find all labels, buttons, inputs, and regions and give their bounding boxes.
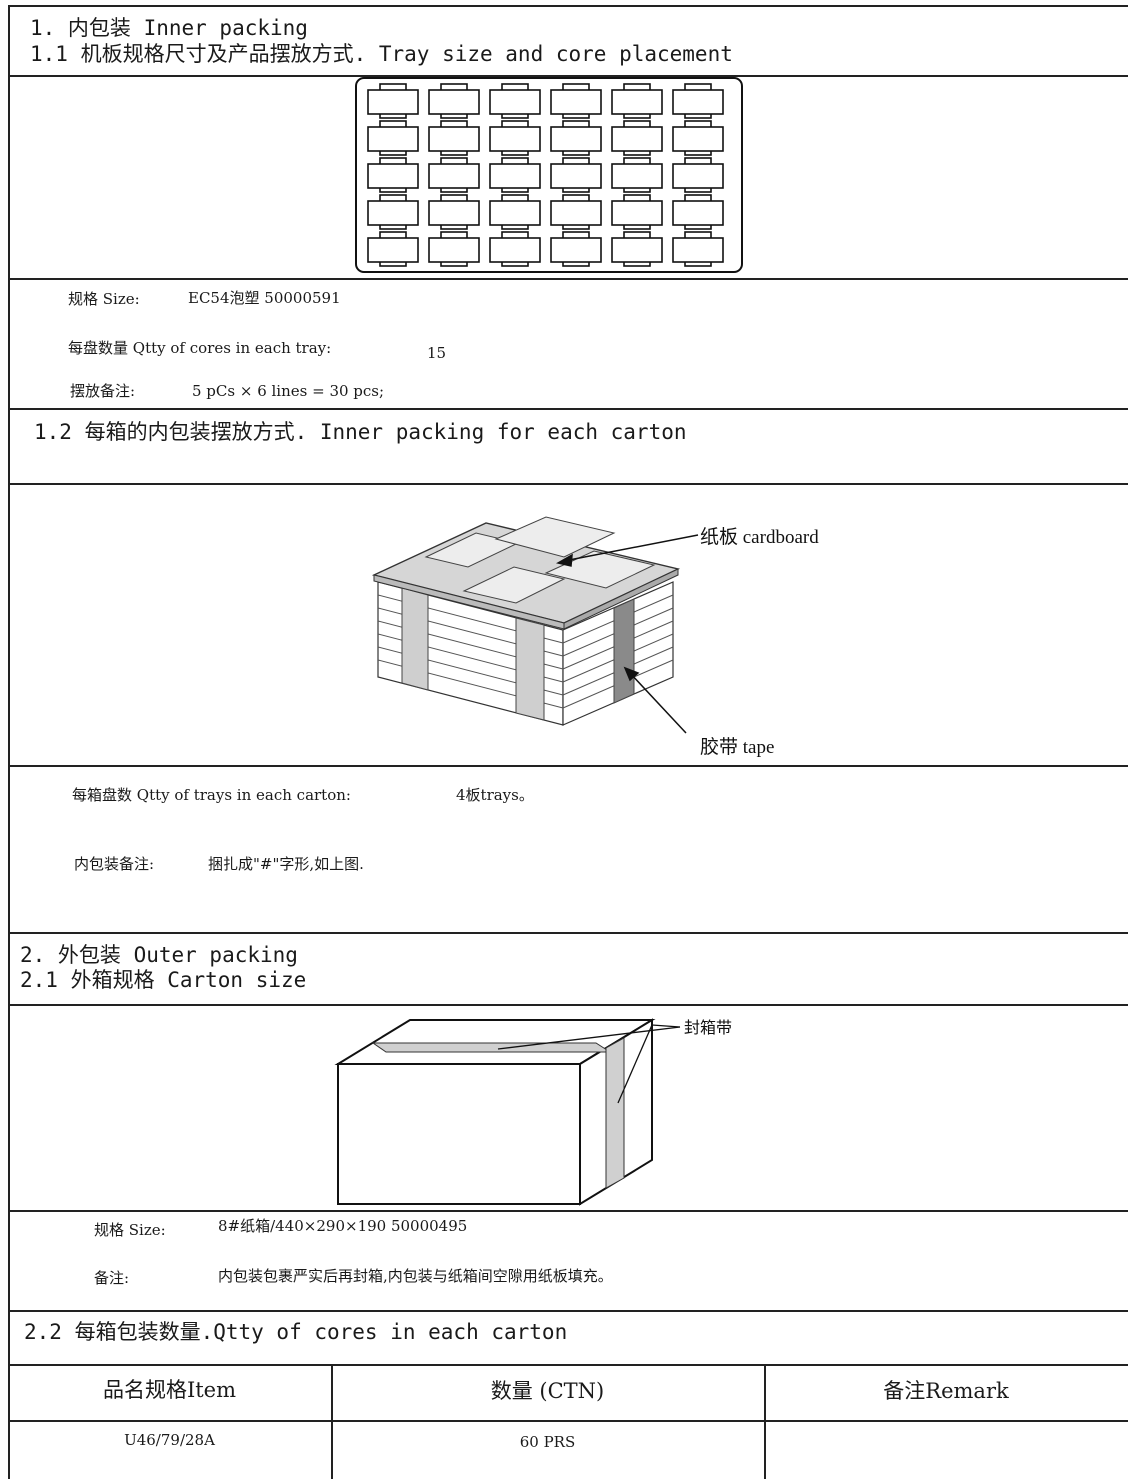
tray-diagram xyxy=(355,77,743,273)
section-2-2-heading: 2.2 每箱包装数量.Qtty of cores in each carton xyxy=(24,1320,568,1344)
table-cell-item: U46/79/28A xyxy=(124,1431,215,1449)
divider xyxy=(8,408,1128,410)
divider xyxy=(8,1420,1128,1422)
tray-cavity xyxy=(611,83,663,119)
tray-cavity xyxy=(428,231,480,267)
cardboard-label: 纸板 cardboard xyxy=(700,526,819,548)
tray-cavity xyxy=(611,231,663,267)
tray-cavity xyxy=(672,120,724,156)
frame-left xyxy=(8,5,10,1479)
carton-remark-value: 内包装包裹严实后再封箱,内包装与纸箱间空隙用纸板填充。 xyxy=(218,1267,613,1285)
tray-cavity xyxy=(428,157,480,193)
inner-remark-label: 内包装备注: xyxy=(74,855,155,873)
divider xyxy=(8,75,1128,77)
divider xyxy=(8,1004,1128,1006)
tray-cavity xyxy=(672,231,724,267)
tray-cavity xyxy=(611,194,663,230)
tray-cavity xyxy=(550,231,602,267)
tray-cavity xyxy=(550,157,602,193)
tray-cavity xyxy=(550,120,602,156)
tray-cavity xyxy=(550,194,602,230)
section-2-1-heading: 2.1 外箱规格 Carton size xyxy=(20,968,307,992)
tray-cavity xyxy=(672,157,724,193)
divider xyxy=(8,765,1128,767)
carton-size-label: 规格 Size: xyxy=(94,1221,166,1239)
inner-packing-stack-diagram: 纸板 cardboard 胶带 tape xyxy=(371,516,819,758)
section-1-1-heading: 1.1 机板规格尺寸及产品摆放方式. Tray size and core pl… xyxy=(30,42,733,66)
table-header-qty: 数量 (CTN) xyxy=(490,1379,605,1403)
tray-cavity xyxy=(489,231,541,267)
divider xyxy=(8,483,1128,485)
trays-per-carton-value: 4板trays。 xyxy=(456,786,534,804)
tray-cavity xyxy=(367,120,419,156)
tray-cavity xyxy=(489,157,541,193)
tray-cavity xyxy=(550,83,602,119)
placement-label: 摆放备注: xyxy=(70,382,136,400)
tray-qty-label: 每盘数量 Qtty of cores in each tray: xyxy=(68,339,332,357)
tray-cavity xyxy=(367,83,419,119)
table-col-divider xyxy=(764,1364,766,1479)
table-col-divider xyxy=(331,1364,333,1479)
inner-remark-value: 捆扎成"#"字形,如上图. xyxy=(208,855,364,873)
tray-cavity xyxy=(367,157,419,193)
tray-cavity xyxy=(489,83,541,119)
tray-cavity xyxy=(611,157,663,193)
tray-cavity xyxy=(489,194,541,230)
table-cell-qty: 60 PRS xyxy=(519,1433,576,1451)
table-header-remark: 备注Remark xyxy=(883,1379,1009,1403)
tape-label: 胶带 tape xyxy=(700,736,774,758)
divider xyxy=(8,1210,1128,1212)
carton-size-value: 8#纸箱/440×290×190 50000495 xyxy=(218,1217,468,1235)
carton-remark-label: 备注: xyxy=(94,1269,130,1287)
tray-size-value: EC54泡塑 50000591 xyxy=(188,289,341,307)
divider xyxy=(8,932,1128,934)
tray-cavity xyxy=(367,231,419,267)
divider xyxy=(8,1310,1128,1312)
outer-carton-diagram: 封箱带 xyxy=(334,1018,732,1206)
tray-cavity xyxy=(367,194,419,230)
tray-qty-value: 15 xyxy=(427,344,447,362)
section-1-heading: 1. 内包装 Inner packing xyxy=(30,16,308,40)
tray-cavity xyxy=(672,83,724,119)
seal-tape-label: 封箱带 xyxy=(684,1019,732,1037)
section-2-heading: 2. 外包装 Outer packing xyxy=(20,943,298,967)
tray-cavity xyxy=(611,120,663,156)
divider xyxy=(8,278,1128,280)
tray-cavity xyxy=(428,83,480,119)
section-1-2-heading: 1.2 每箱的内包装摆放方式. Inner packing for each c… xyxy=(34,420,687,444)
tray-cavity xyxy=(672,194,724,230)
tray-cavity xyxy=(489,120,541,156)
table-header-item: 品名规格Item xyxy=(102,1378,237,1402)
tray-cavity xyxy=(428,120,480,156)
trays-per-carton-label: 每箱盘数 Qtty of trays in each carton: xyxy=(72,786,351,804)
divider xyxy=(8,1364,1128,1366)
tray-cavity xyxy=(428,194,480,230)
placement-value: 5 pCs × 6 lines = 30 pcs; xyxy=(192,382,385,400)
tray-size-label: 规格 Size: xyxy=(68,290,140,308)
frame-top xyxy=(8,5,1128,7)
